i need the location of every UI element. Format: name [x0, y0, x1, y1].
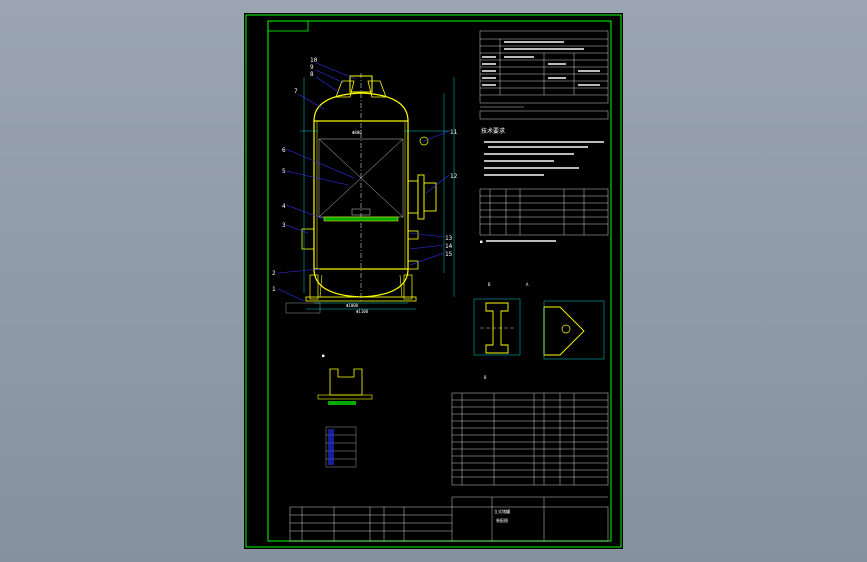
callout-1: 1 [272, 286, 276, 293]
drawing-code-box [267, 20, 309, 32]
callout-6: 6 [282, 147, 286, 154]
title-block: 立式储罐 装配图 [289, 496, 609, 542]
outer-border [245, 14, 622, 548]
callout-2: 2 [272, 270, 276, 277]
callout-13: 13 [445, 235, 453, 242]
callout-4: 4 [282, 203, 286, 210]
drawing-sheet: Φ800 Φ1000 Φ1100 [244, 13, 623, 549]
nozzle-table: ■ [479, 188, 609, 244]
lug-detail: ■ [317, 353, 373, 468]
tech-notes-heading: 技术要求 [481, 127, 505, 135]
svg-text:■: ■ [480, 239, 483, 244]
svg-text:B: B [488, 282, 491, 287]
drawing-canvas: Φ800 Φ1000 Φ1100 [245, 14, 622, 548]
detail-a-label: A [526, 282, 529, 287]
callout-7: 7 [294, 88, 298, 95]
callout-10: 10 [310, 57, 318, 64]
title-line-2: 装配图 [496, 517, 508, 523]
callout-5: 5 [282, 168, 286, 175]
vessel-main-view: Φ800 Φ1000 Φ1100 [272, 57, 458, 314]
callout-11: 11 [450, 129, 458, 136]
callout-9: 9 [310, 64, 314, 71]
section-b-label: B [484, 375, 487, 380]
technical-notes: 技术要求 [481, 127, 604, 176]
detail-view-a: A [526, 282, 605, 360]
callout-12: 12 [450, 173, 458, 180]
svg-text:Φ1100: Φ1100 [356, 309, 369, 314]
parts-list [451, 392, 609, 486]
callout-3: 3 [282, 222, 286, 229]
callout-8: 8 [310, 71, 314, 78]
svg-text:Φ800: Φ800 [352, 130, 362, 135]
section-view-b: B B [473, 282, 521, 380]
callout-14: 14 [445, 243, 453, 250]
svg-text:Φ1000: Φ1000 [346, 303, 359, 308]
callout-15: 15 [445, 251, 453, 258]
design-data-table [479, 30, 609, 120]
svg-text:■: ■ [322, 353, 325, 358]
title-line-1: 立式储罐 [494, 508, 510, 514]
